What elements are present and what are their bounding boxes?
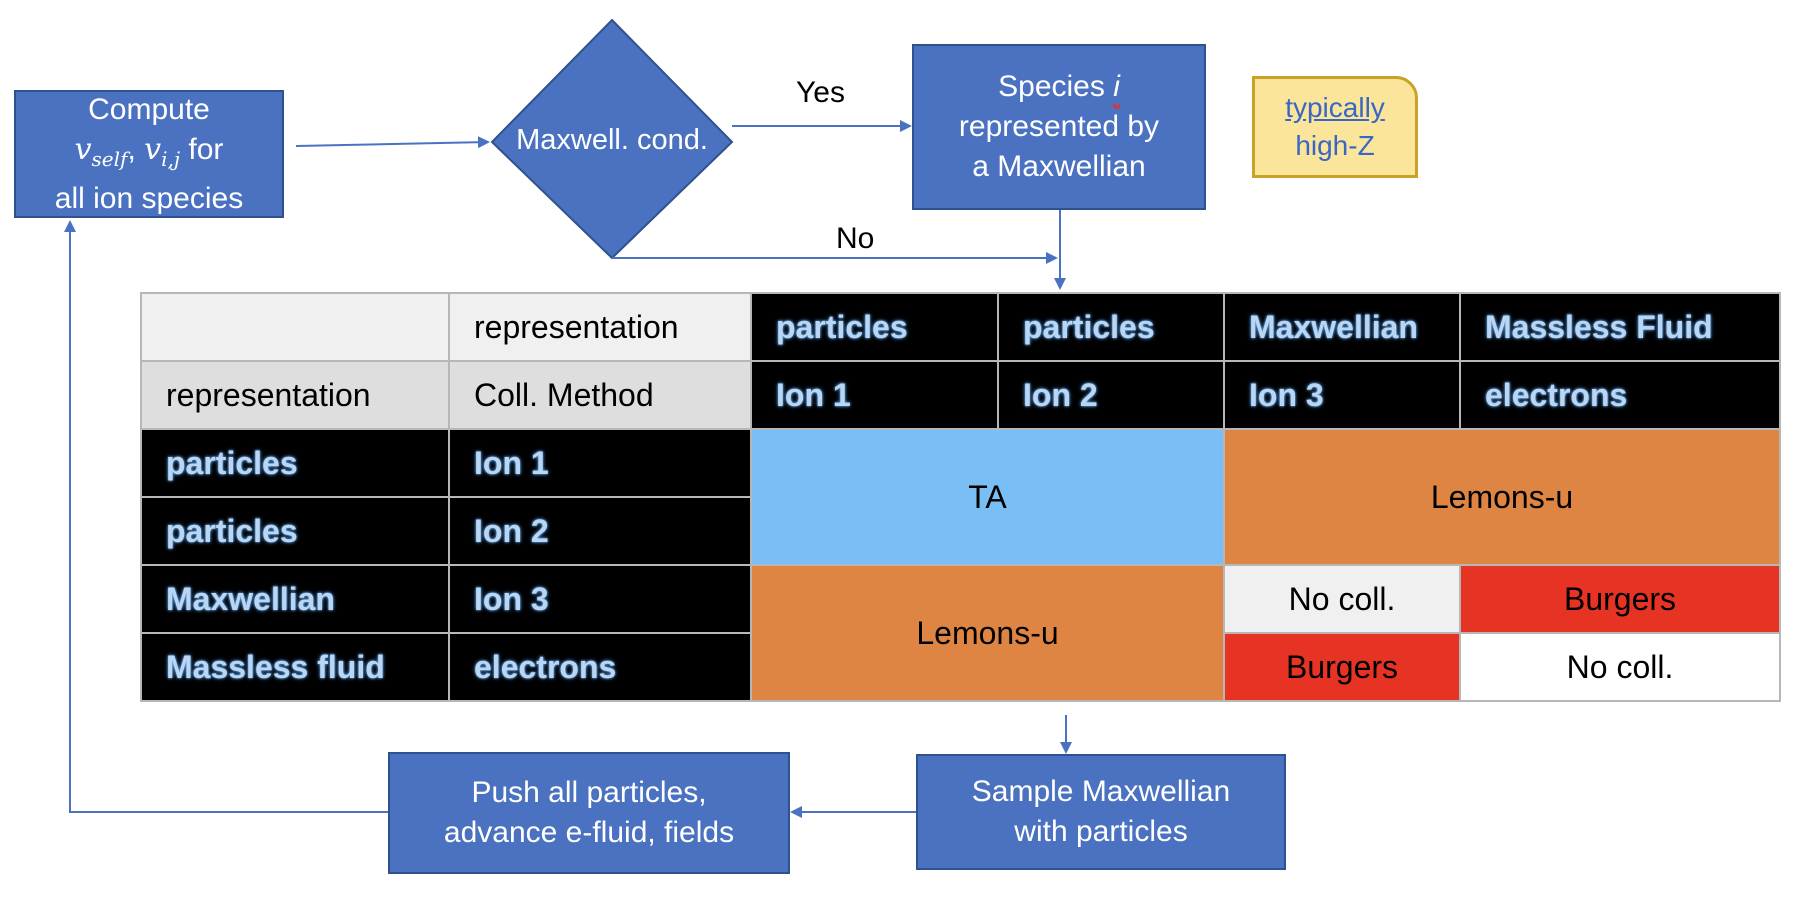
- header-ion1: Ion 1: [750, 360, 999, 430]
- row-species: Ion 2: [448, 496, 752, 566]
- table-row: particles Ion 2: [140, 496, 1780, 566]
- decision-label: Maxwell. cond.: [516, 124, 708, 156]
- header-ion2-representation: particles: [997, 292, 1225, 362]
- v-self-symbol: v: [74, 131, 92, 167]
- table-row: Maxwellian Ion 3 Lemons-u No coll. Burge…: [140, 564, 1781, 702]
- ij-subscript: i,j: [161, 146, 181, 171]
- push-line2: advance e-fluid, fields: [443, 816, 735, 849]
- arrow-compute-to-decision: [295, 136, 490, 149]
- header-ion2: Ion 2: [997, 360, 1225, 430]
- for-word: for: [188, 132, 224, 166]
- compute-box: Compute vself, vi,j for all ion species: [14, 90, 284, 218]
- cell-burgers-2: Burgers: [1223, 632, 1461, 702]
- compute-formula: vself, vi,j for: [74, 131, 224, 171]
- compute-line1: Compute: [88, 92, 210, 126]
- species-line1: Species i: [914, 67, 1204, 107]
- species-line3: a Maxwellian: [972, 150, 1146, 183]
- push-line1: Push all particles,: [471, 776, 707, 809]
- cell-lemons-bottom: Lemons-u: [750, 564, 1225, 702]
- no-label: No: [836, 222, 875, 255]
- header-representation-left: representation: [140, 360, 450, 430]
- header-ion3-representation: Maxwellian: [1223, 292, 1461, 362]
- note-line2: high-Z: [1295, 130, 1375, 161]
- yes-label: Yes: [796, 76, 845, 109]
- row-representation: Maxwellian: [140, 564, 450, 634]
- table-row: particles Ion 1 TA Lemons-u: [140, 428, 1781, 566]
- push-box: Push all particles, advance e-fluid, fie…: [388, 752, 790, 874]
- species-index: i: [1113, 70, 1120, 103]
- note-line1: typically: [1285, 92, 1385, 123]
- header-ion1-representation: particles: [750, 292, 999, 362]
- row-species: electrons: [448, 632, 752, 702]
- table-row: representation Coll. Method Ion 1 Ion 2 …: [140, 360, 1781, 430]
- species-word: Species: [998, 70, 1105, 103]
- collision-method-table: representation particles particles Maxwe…: [140, 292, 1781, 702]
- cell-lemons-top: Lemons-u: [1223, 428, 1781, 566]
- row-representation: particles: [140, 496, 450, 566]
- self-subscript: self: [91, 146, 128, 171]
- typically-high-z-note: typically high-Z: [1252, 76, 1418, 178]
- arrow-push-to-compute: [64, 220, 388, 813]
- table-row: Massless fluid electrons Burgers No coll…: [140, 632, 1781, 702]
- cell-no-coll-2: No coll.: [1459, 632, 1781, 702]
- sample-box: Sample Maxwellian with particles: [916, 754, 1286, 870]
- row-representation: particles: [140, 428, 450, 498]
- v-ij-symbol: v: [144, 131, 162, 167]
- header-coll-method: Coll. Method: [448, 360, 752, 430]
- header-electrons: electrons: [1459, 360, 1781, 430]
- cell-ta: TA: [750, 428, 1225, 566]
- header-representation: representation: [448, 292, 752, 362]
- row-species: Ion 1: [448, 428, 752, 498]
- corner-cell: [140, 292, 450, 362]
- header-ion3: Ion 3: [1223, 360, 1461, 430]
- sample-line1: Sample Maxwellian: [971, 775, 1231, 808]
- row-species: Ion 3: [448, 564, 752, 634]
- species-box: Species i represented by a Maxwellian: [912, 44, 1206, 210]
- species-line2: represented by: [958, 110, 1160, 143]
- cell-burgers-1: Burgers: [1459, 564, 1781, 634]
- table-row: representation particles particles Maxwe…: [140, 292, 1781, 362]
- row-representation: Massless fluid: [140, 632, 450, 702]
- sample-line2: with particles: [1014, 815, 1188, 848]
- cell-no-coll-1: No coll.: [1223, 564, 1461, 634]
- compute-line3: all ion species: [54, 181, 244, 215]
- header-electrons-representation: Massless Fluid: [1459, 292, 1781, 362]
